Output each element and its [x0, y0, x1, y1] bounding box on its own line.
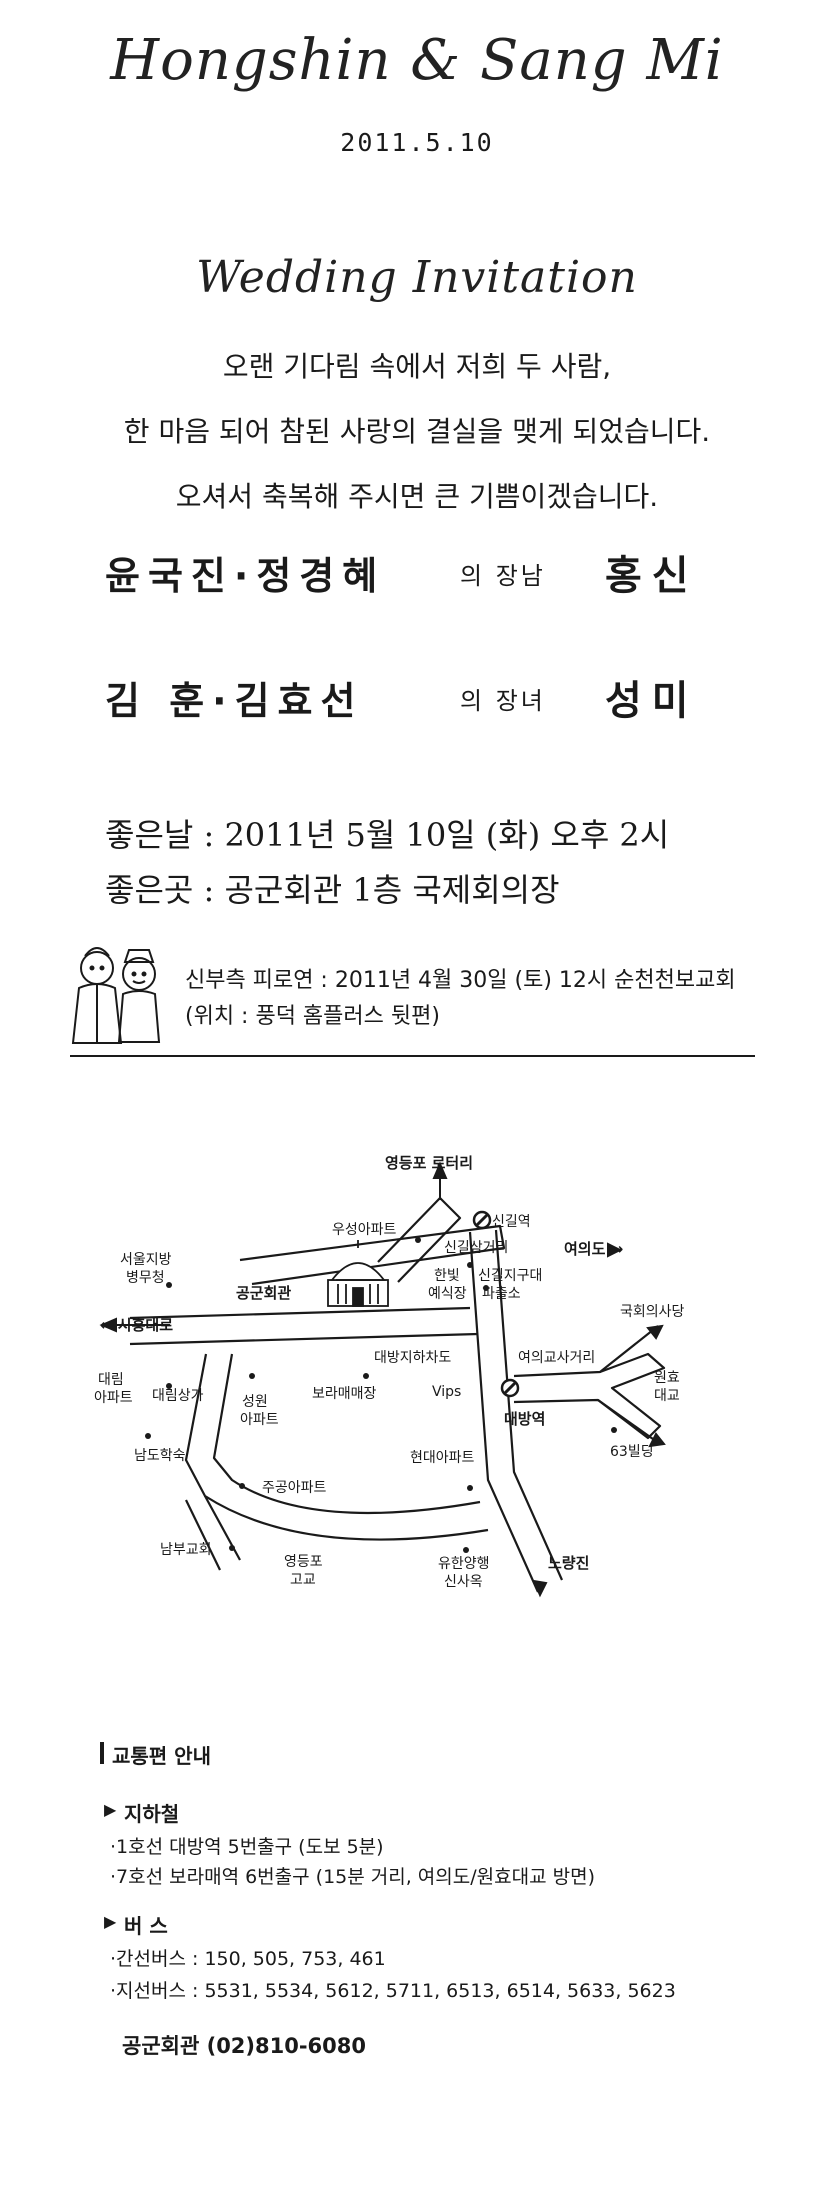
- map-label-nambu-church: 남부교회: [160, 1542, 212, 1558]
- wedding-date: 2011.5.10: [340, 128, 494, 157]
- subway-bullet-icon: ▶: [104, 1800, 117, 1819]
- subway-line-1: ·1호선 대방역 5번출구 (도보 5분): [110, 1836, 384, 1858]
- map-label-bora-market: 보라매매장: [312, 1386, 377, 1402]
- map-label-singil-junction: 신길삼거리: [444, 1240, 508, 1256]
- map-label-yuhan-1: 유한양행: [438, 1556, 490, 1572]
- event-place: 좋은곳 : 공군회관 1층 국제회의장: [105, 871, 560, 909]
- map-label-wonhyo-1: 원효: [654, 1370, 680, 1386]
- map-label-rotary: 영등포 로터리: [385, 1154, 473, 1172]
- map-label-police-2: 파출소: [482, 1286, 521, 1302]
- map-label-venue: 공군회관: [236, 1284, 291, 1302]
- couple-illustration: [65, 938, 175, 1053]
- couple-names-title: Hongshin & Sang Mi: [110, 28, 724, 93]
- map-label-hyundai: 현대아파트: [410, 1450, 475, 1466]
- transport-title-bar: [100, 1742, 104, 1764]
- reception-line-1: 신부측 피로연 : 2011년 4월 30일 (토) 12시 순천천보교회: [185, 968, 736, 993]
- reception-line-2: (위치 : 풍덕 홈플러스 뒷편): [185, 1004, 440, 1029]
- bus-line-2: ·지선버스 : 5531, 5534, 5612, 5711, 6513, 65…: [110, 1980, 676, 2002]
- message-line-2: 한 마음 되어 참된 사랑의 결실을 맺게 되었습니다.: [123, 415, 711, 448]
- groom-parents: 윤국진·정경혜: [105, 554, 386, 598]
- bride-parents: 김 훈·김효선: [105, 679, 364, 723]
- reception-underline: [70, 1055, 755, 1057]
- map-label-ydp-school-1: 영등포: [284, 1554, 323, 1570]
- map-label-63-building: 63빌딩: [610, 1444, 654, 1460]
- map-label-wonhyo-2: 대교: [654, 1388, 680, 1404]
- event-date: 좋은날 : 2011년 5월 10일 (화) 오후 2시: [105, 816, 670, 854]
- subway-line-2: ·7호선 보라매역 6번출구 (15분 거리, 여의도/원효대교 방면): [110, 1866, 595, 1888]
- map-label-namdo: 남도학숙: [134, 1448, 186, 1464]
- bus-line-1: ·간선버스 : 150, 505, 753, 461: [110, 1948, 386, 1970]
- map-label-daebang-station: 대방역: [504, 1410, 545, 1428]
- map-label-ydp-school-2: 고교: [290, 1572, 316, 1588]
- map-label-seoul-office-1: 서울지방: [120, 1252, 172, 1268]
- map-label-daerim-2: 아파트: [94, 1390, 133, 1406]
- groom-name: 홍신: [605, 553, 699, 599]
- bus-title: 버 스: [124, 1914, 168, 1938]
- map-label-daerim-mall: 대림상가: [152, 1388, 204, 1404]
- bride-name: 성미: [605, 678, 699, 724]
- location-map: 영등포 로터리 우성아파트 신길역 신길삼거리 여의도 → 서울지방 병무청 공…: [0, 1140, 834, 1620]
- map-label-sungwon-1: 성원: [242, 1394, 268, 1410]
- map-label-daebang-underpass: 대방지하차도: [374, 1350, 451, 1366]
- bride-relation: 의 장녀: [460, 687, 546, 715]
- map-label-police-1: 신길지구대: [478, 1268, 542, 1284]
- subway-title: 지하철: [124, 1802, 180, 1826]
- map-label-yuhan-2: 신사옥: [444, 1574, 483, 1590]
- map-label-yeouido: 여의도 →: [564, 1240, 623, 1258]
- map-label-siheung: ← 시흥대로: [100, 1316, 173, 1334]
- message-line-3: 오셔서 축복해 주시면 큰 기쁨이겠습니다.: [175, 480, 659, 513]
- map-label-vips: Vips: [432, 1384, 461, 1400]
- map-label-seoul-office-2: 병무청: [126, 1270, 165, 1286]
- map-label-jugong: 주공아파트: [262, 1480, 327, 1496]
- map-label-woosung: 우성아파트: [332, 1222, 397, 1238]
- map-label-hanbit-1: 한빛: [434, 1268, 460, 1284]
- map-label-sungwon-2: 아파트: [240, 1412, 279, 1428]
- message-line-1: 오랜 기다림 속에서 저희 두 사람,: [222, 350, 612, 383]
- map-label-daerim-1: 대림: [98, 1372, 124, 1388]
- map-label-noryangjin: 노량진: [548, 1554, 589, 1572]
- map-label-yeouigyosa: 여의교사거리: [518, 1350, 595, 1366]
- map-label-hanbit-2: 예식장: [428, 1286, 467, 1302]
- invitation-title: Wedding Invitation: [196, 252, 638, 303]
- map-label-national-assembly: 국회의사당: [620, 1304, 685, 1320]
- transport-title: 교통편 안내: [112, 1744, 211, 1768]
- venue-contact: 공군회관 (02)810-6080: [122, 2034, 367, 2058]
- map-label-singil-station: 신길역: [492, 1214, 531, 1230]
- bus-bullet-icon: ▶: [104, 1912, 117, 1931]
- groom-relation: 의 장남: [460, 562, 546, 590]
